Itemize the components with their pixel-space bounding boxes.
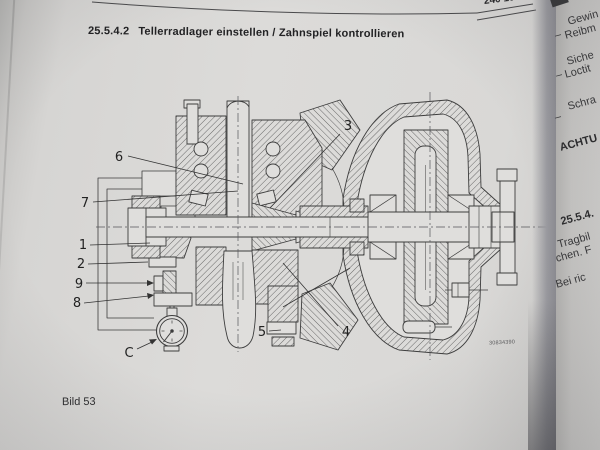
text-fragment-section: 25.5.4. [559,207,596,228]
callout-labels: 6 7 1 2 9 8 C 3 5 4 [73,119,352,361]
lower-bearing-housing [195,246,299,347]
text-fragment-achtung: ACHTU [558,132,599,154]
callout-7: 7 [81,196,89,211]
measuring-fixture-bracket [97,170,196,331]
document-number: 240 1001 [483,0,526,7]
text-fragment: Schra [566,93,598,113]
dial-indicator [155,298,189,352]
callout-6: 6 [115,150,123,165]
text-fragment: Bei ric [554,271,588,291]
pinion-shaft-bottom [222,250,257,349]
next-page-edge: – Gewin Reibm – Siche Loctit – Schra ACH… [550,0,600,450]
page-edge-crease [0,0,16,450]
section-number: 25.5.4.2 [87,25,130,38]
callout-8: 8 [73,296,81,311]
callout-4: 4 [342,325,350,340]
bullet-dash: – [554,68,564,82]
output-shaft [127,195,507,259]
centerlines [96,92,556,360]
drawing-number: 30834390 [488,339,516,347]
figure-caption: Bild 53 [61,395,96,409]
pinion-bearing-housing [175,99,361,351]
section-heading: 25.5.4.2 Tellerradlager einstellen / Zahn… [88,25,405,40]
bevel-pinion-cone [251,202,332,252]
crown-wheel [133,220,192,268]
leader-lines [83,133,351,350]
page-header-rules [91,1,537,21]
callout-9: 9 [75,277,83,292]
bell-housing [331,99,503,355]
callout-3: 3 [344,119,352,134]
pinion-shaft-top [226,100,250,224]
callout-1: 1 [79,238,87,253]
callout-2: 2 [77,257,85,272]
adjuster-bolt-parts [153,270,193,307]
callout-C: C [124,346,133,361]
bell-bearings [349,194,488,334]
section-title: Tellerradlager einstellen / Zahnspiel ko… [138,25,405,41]
output-flange [468,168,518,286]
next-page-header-mark [550,0,569,8]
callout-5: 5 [258,325,266,340]
